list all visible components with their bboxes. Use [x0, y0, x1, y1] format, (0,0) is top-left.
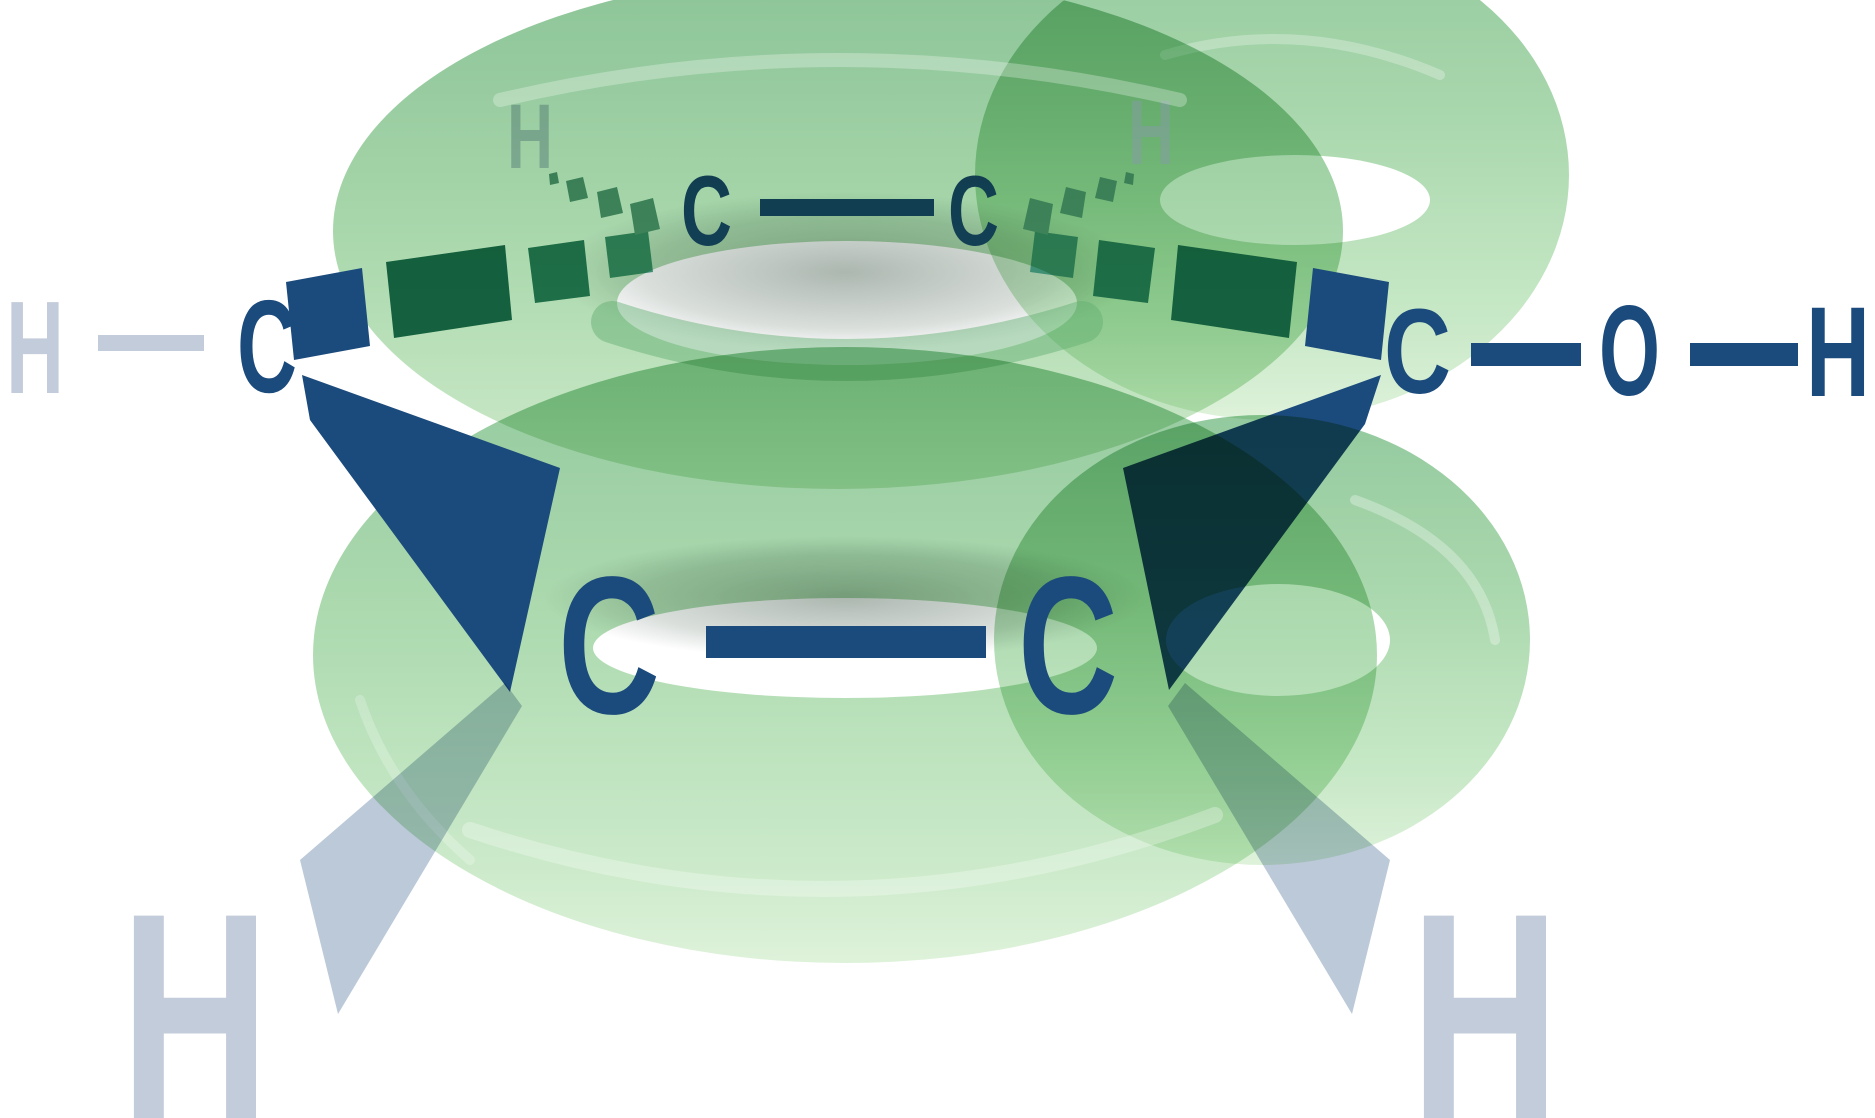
atom-left-carbon: C — [237, 273, 297, 420]
atom-right-carbon: C — [1384, 283, 1451, 419]
bond-h-c-left — [98, 335, 204, 351]
right-coh-group: C O H — [1384, 280, 1870, 424]
torus-specular-lower — [462, 807, 1223, 897]
ring-front-atoms: C C — [558, 536, 1118, 755]
atom-front-left-carbon: C — [558, 536, 660, 755]
pi-cloud-torus-lower — [313, 347, 1377, 963]
atom-left-hydrogen: H — [6, 274, 64, 421]
hash-segment-front-right — [1305, 268, 1389, 360]
bond-front-c-c — [706, 626, 986, 658]
atom-front-left-hydrogen: H — [120, 850, 270, 1118]
left-ch-group: H C — [6, 273, 297, 421]
bond-c-o — [1471, 343, 1581, 366]
atom-front-right-hydrogen: H — [1410, 850, 1560, 1118]
torus-specular-upper — [493, 53, 1187, 107]
wedge-bond-front-left-h — [300, 683, 522, 1014]
pi-cloud-torus-upper — [333, 0, 1343, 489]
wedge-bond-solid-left — [302, 375, 560, 692]
wedge-bond-front-right-h — [1168, 683, 1390, 1014]
bond-o-h — [1690, 343, 1798, 366]
atom-oxygen: O — [1599, 280, 1660, 423]
atom-front-right-carbon: C — [1018, 536, 1118, 755]
hash-segment-front-left — [286, 268, 370, 360]
torus-specular-upper-right — [1160, 34, 1445, 80]
atom-hydroxyl-hydrogen: H — [1806, 281, 1870, 424]
torus-specular-lower-right — [1350, 495, 1500, 645]
